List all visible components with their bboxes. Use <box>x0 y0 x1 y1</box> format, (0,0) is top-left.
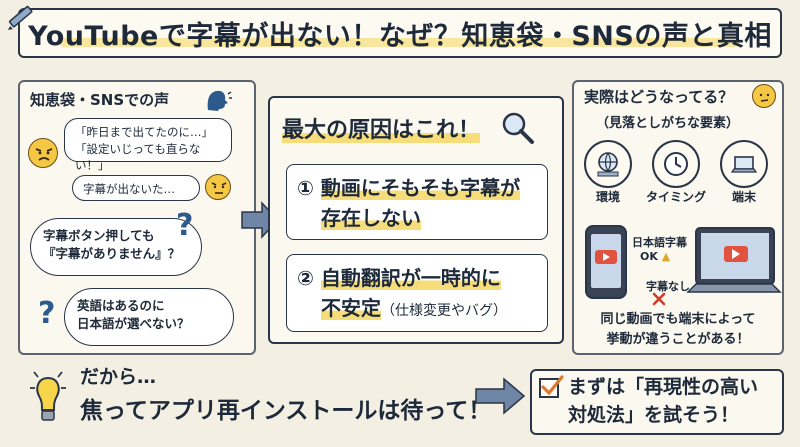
factor-label-environment: 環境 <box>595 190 620 204</box>
device-caption: 同じ動画でも端末によって 挙動が違うことがある！ <box>580 310 776 349</box>
cause-1-card: ① 動画にそもそも字幕が 存在しない <box>286 164 548 240</box>
cause-2-line2: 不安定 <box>321 296 381 320</box>
title-highlight <box>60 38 740 47</box>
laptop-icon <box>730 156 758 173</box>
cause-2-line1: 自動翻訳が一時的に <box>320 266 501 290</box>
ok-label: 日本語字幕 OK ▲ <box>632 236 687 265</box>
voices-heading: 知恵袋・SNSでの声 <box>30 91 170 109</box>
cause-heading: 最大の原因はこれ！ <box>282 112 481 144</box>
title-text: YouTubeで字幕が出ない！なぜ？知恵袋・SNSの声と真相 <box>28 20 772 52</box>
arrow-right-icon-bottom <box>475 377 526 415</box>
cause-2-number: ② <box>297 266 314 290</box>
cause-heading-text: 最大の原因はこれ！ <box>282 118 481 143</box>
ok-label-line2: OK <box>640 250 658 264</box>
bottom-message: だから… 焦ってアプリ再インストールは待って！ <box>80 362 491 425</box>
question-mark-icon-2: ? <box>38 296 56 331</box>
cause-1-line1: 動画にそもそも字幕が <box>320 176 521 200</box>
thinking-face-icon <box>752 84 776 108</box>
no-caption-label: 字幕なし <box>646 280 690 293</box>
timing-circle <box>652 140 700 188</box>
question-mark-icon: ? <box>176 208 194 243</box>
cause-2-card: ② 自動翻訳が一時的に 不安定（仕様変更やバグ） <box>286 254 548 332</box>
action-box-line2: 対処法」を試そう！ <box>568 403 740 426</box>
cause-2-note: （仕様変更やバグ） <box>381 303 507 319</box>
question-cloud-1-line1: 字幕ボタン押しても <box>43 228 155 243</box>
magnifier-icon <box>502 112 534 144</box>
laptop-illustration-icon <box>686 227 782 293</box>
cross-icon <box>652 292 666 306</box>
factor-label-timing: タイミング <box>646 190 707 204</box>
thumbs-up-icon: ▲ <box>661 250 671 264</box>
bottom-message-line1: だから… <box>80 366 157 388</box>
frustrated-face-icon <box>205 174 231 200</box>
question-cloud-2-line2: 日本語が選べない？ <box>77 316 190 332</box>
device-caption-line1: 同じ動画でも端末によって <box>600 312 756 327</box>
page-title: YouTubeで字幕が出ない！なぜ？知恵袋・SNSの声と真相 <box>18 8 782 58</box>
voice-bubble-1-line2: 「設定いじっても直らない！」 <box>75 141 201 173</box>
smartphone-icon <box>585 225 627 299</box>
action-box: まずは「再現性の高い 対処法」を試そう！ <box>530 369 784 435</box>
environment-circle <box>584 140 632 188</box>
question-cloud-1-line2: 『字幕がありません』？ <box>43 246 181 262</box>
voice-bubble-1: 「昨日まで出てたのに…」 「設定いじっても直らない！」 <box>64 118 232 172</box>
question-cloud-2: 英語はあるのに 日本語が選べない？ <box>64 288 234 346</box>
cause-1-number: ① <box>297 176 314 200</box>
device-circle <box>720 140 768 188</box>
bottom-message-line2: 焦ってアプリ再インストールは待って！ <box>80 398 492 424</box>
angry-face-icon <box>28 138 58 168</box>
ok-label-line1: 日本語字幕 <box>632 236 687 249</box>
globe-icon <box>597 152 619 177</box>
question-cloud-2-line1: 英語はあるのに <box>77 298 165 313</box>
checkbox-checked-icon <box>539 375 564 398</box>
factor-label-device: 端末 <box>731 190 756 204</box>
voice-bubble-1-line1: 「昨日まで出てたのに…」 <box>75 125 213 139</box>
lightbulb-icon <box>30 371 66 421</box>
cause-1-line2: 存在しない <box>321 206 421 230</box>
speaking-head-icon <box>207 90 232 111</box>
reality-panel <box>572 80 784 355</box>
reality-subheading: （見落としがちな要素） <box>596 116 740 131</box>
voice-bubble-2: 字幕が出ないた… <box>72 175 200 201</box>
question-cloud-1: 字幕ボタン押しても 『字幕がありません』？ <box>30 218 202 276</box>
device-caption-line2: 挙動が違うことがある！ <box>606 331 750 347</box>
clock-icon <box>664 152 688 176</box>
reality-heading: 実際はどうなってる？ <box>584 88 734 106</box>
pencil-icon <box>8 5 33 30</box>
action-box-line1: まずは「再現性の高い <box>568 376 759 398</box>
